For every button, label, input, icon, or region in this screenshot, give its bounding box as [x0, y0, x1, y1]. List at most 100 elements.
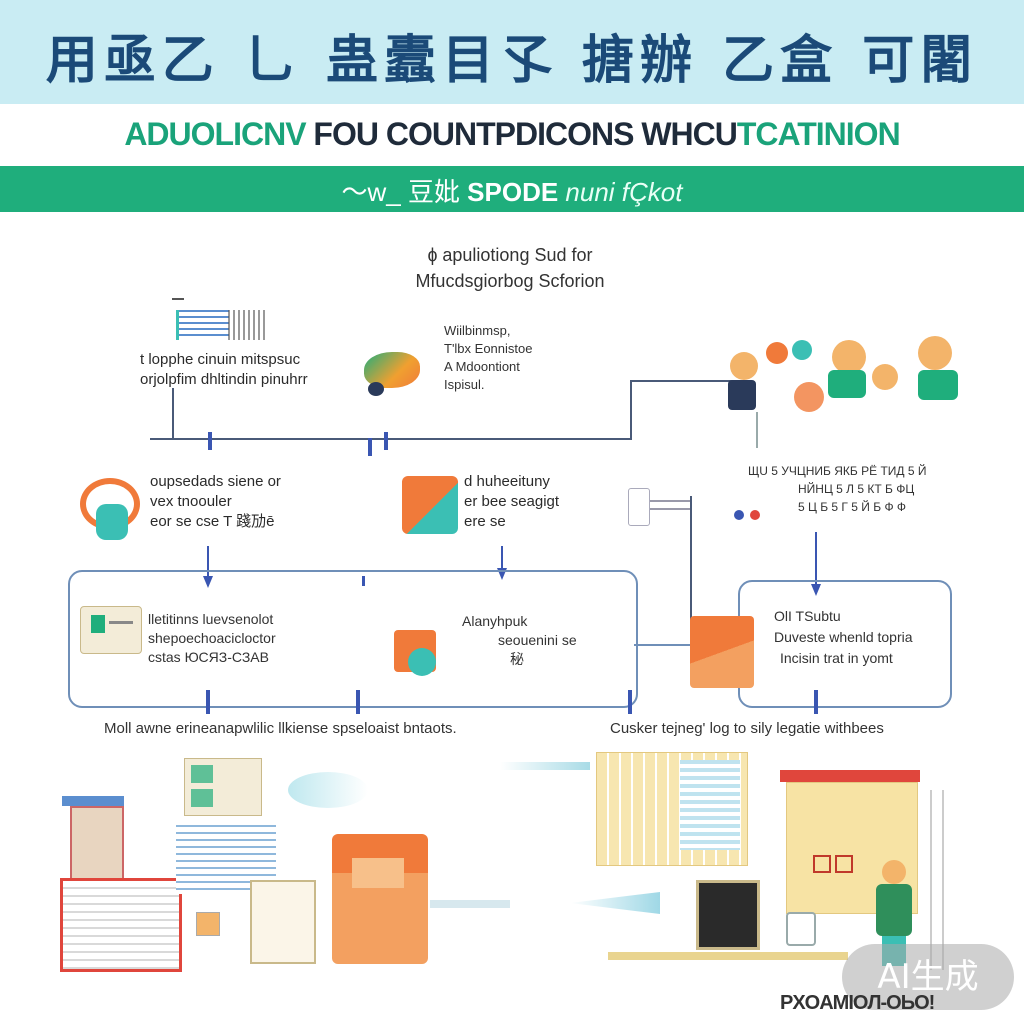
board-icon: [184, 758, 262, 816]
window-icon: [813, 855, 831, 873]
qr-icon: [228, 310, 266, 340]
dot-icon: [734, 510, 744, 520]
plug-line: [650, 508, 690, 510]
connector-tick-1: [208, 432, 212, 450]
banner-part-1: ～w_ 豆妣: [341, 177, 468, 207]
arrow-down-icon: [811, 584, 821, 596]
box-center-line-1: Alanyhpuk: [462, 613, 528, 629]
box-center-line-3: 秘: [510, 651, 524, 667]
arrow-shaft: [501, 546, 503, 570]
pole-icon: [930, 790, 944, 970]
box-tick: [814, 690, 818, 714]
arrow-down-icon: [497, 568, 507, 580]
data-panel-icon: [680, 760, 740, 850]
box-right-label: OlI TSubtu Duveste whenld topria Incisin…: [774, 606, 913, 669]
box-center-label: Alanyhpuk seouenini se 秘: [462, 612, 577, 669]
banner-part-3: nuni fÇkot: [558, 177, 683, 207]
box-right-line-1: OlI TSubtu: [774, 608, 841, 624]
box-tick: [628, 690, 632, 714]
left-top-label: t lopphe cinuin mitspsuc orjolpfim dhlti…: [140, 350, 308, 390]
people-illustration: [722, 330, 972, 440]
person-body-icon: [918, 370, 958, 400]
green-banner: [0, 166, 1024, 212]
monitor-icon: [696, 880, 760, 950]
beam-icon: [570, 892, 660, 914]
small-box-icon: [196, 912, 220, 936]
left-top-line-1: t lopphe cinuin mitspsuc: [140, 351, 301, 368]
person-head-icon: [882, 860, 906, 884]
connector-tick: [362, 576, 365, 586]
node-dash: [172, 298, 184, 300]
person-head-icon: [872, 364, 898, 390]
form-icon-mark: [91, 615, 105, 633]
bird-head-icon: [368, 382, 384, 396]
teal-circle-icon: [408, 648, 436, 676]
dot-icon: [750, 510, 760, 520]
box-tick: [206, 690, 210, 714]
right-top-line-1: ЩU 5 УЧЦНИБ ЯКБ РЁ ТИД 5 Й: [748, 464, 927, 478]
box-center-line-2: seouenini se: [498, 632, 577, 648]
mid-center-line-3: ere se: [464, 513, 506, 530]
package-icon: [690, 616, 754, 688]
person-head-icon: [918, 336, 952, 370]
mid-center-line-2: er bee seagigt: [464, 493, 560, 510]
cup-icon: [786, 912, 816, 946]
building-roof: [62, 796, 124, 806]
subtitle-part-1: ADUOLICNV: [124, 116, 306, 152]
headphone-cup-icon: [96, 504, 128, 540]
subtitle: ADUOLICNV FOU COUNTPDICONS WHCUTCATINION: [0, 116, 1024, 153]
person-head-icon: [766, 342, 788, 364]
board-icon-mark: [191, 789, 213, 807]
right-top-label: ЩU 5 УЧЦНИБ ЯКБ РЁ ТИД 5 Й НЙНЦ 5 Л 5 КТ…: [748, 462, 927, 516]
mid-center-label: d huheeituny er bee seagigt ere se: [464, 472, 559, 532]
mid-left-line-1: oupsedads siene or: [150, 473, 281, 490]
box-left-line-2: shepoechoacicloctor: [148, 630, 276, 646]
arrow-shaft: [207, 546, 209, 578]
document-icon: [176, 310, 229, 340]
ai-generated-badge: AI生成: [842, 944, 1014, 1010]
mid-left-line-3: eor se cse T 踐劢ē: [150, 513, 275, 530]
mid-left-label: oupsedads siene or vex tnoouler eor se c…: [150, 472, 281, 532]
process-box-left: [68, 570, 638, 708]
arrow-down-icon: [203, 576, 213, 588]
connector-tick-2: [368, 438, 372, 456]
right-riser-line: [630, 380, 632, 440]
illustration-stem: [756, 412, 758, 448]
top-connector-line: [150, 438, 632, 440]
machine-icon: [332, 834, 428, 964]
arrow-shaft: [815, 532, 817, 584]
headphone-illustration: [76, 478, 140, 548]
box-right-line-2: Duveste whenld topria: [774, 629, 913, 645]
center-top-line-1: Wiilbinmsp,: [444, 323, 511, 338]
subtitle-part-2: FOU COUNTPDICONS WHCU: [305, 116, 737, 152]
person-body-icon: [876, 884, 912, 936]
right-top-line-3: 5 Ц Б 5 Г 5 Й Б Ф Ф: [798, 500, 907, 514]
person-head-icon: [832, 340, 866, 374]
right-top-line: [630, 380, 740, 382]
picture-frame-icon: [250, 880, 316, 964]
box-left-line-3: cstas ЮСЯЗ-СЗАВ: [148, 649, 269, 665]
table-icon: [608, 952, 848, 960]
subtitle-part-3: TCATINION: [736, 116, 901, 152]
left-top-line-2: orjolpfim dhltindin pinuhrr: [140, 371, 308, 388]
person-head-icon: [730, 352, 758, 380]
center-top-label: Wiilbinmsp, T'lbx Eonnistoe A Mdoontiont…: [444, 322, 532, 394]
center-top-line-2: T'lbx Eonnistoe: [444, 341, 533, 356]
left-drop-line: [172, 388, 174, 440]
header-band: [0, 0, 1024, 104]
building-base-icon: [60, 878, 182, 972]
mid-left-line-2: vex tnoouler: [150, 493, 232, 510]
banner-part-2: SPODE: [467, 177, 559, 207]
machine-screen-icon: [352, 858, 404, 888]
plug-line: [650, 500, 690, 502]
diagram-heading: ɸ apuliotiong Sud for Mfucdsgiorbog Scfo…: [300, 242, 720, 294]
box-connector: [634, 644, 692, 646]
page-title: 用亟乙 乚 蛊蠹目孓 搪辦 乙盒 可闍: [45, 31, 979, 91]
motion-line: [430, 900, 510, 908]
center-top-line-4: Ispisul.: [444, 377, 485, 392]
bottom-left-caption: Moll awne erineanapwlilic llkiense spsel…: [104, 720, 457, 737]
box-left-label: lletitinns luevsenolot shepoechoacicloct…: [148, 610, 276, 667]
person-head-icon: [794, 382, 824, 412]
form-icon-line: [109, 621, 133, 624]
right-top-line-2: НЙНЦ 5 Л 5 КТ Б ФЦ: [798, 482, 915, 496]
